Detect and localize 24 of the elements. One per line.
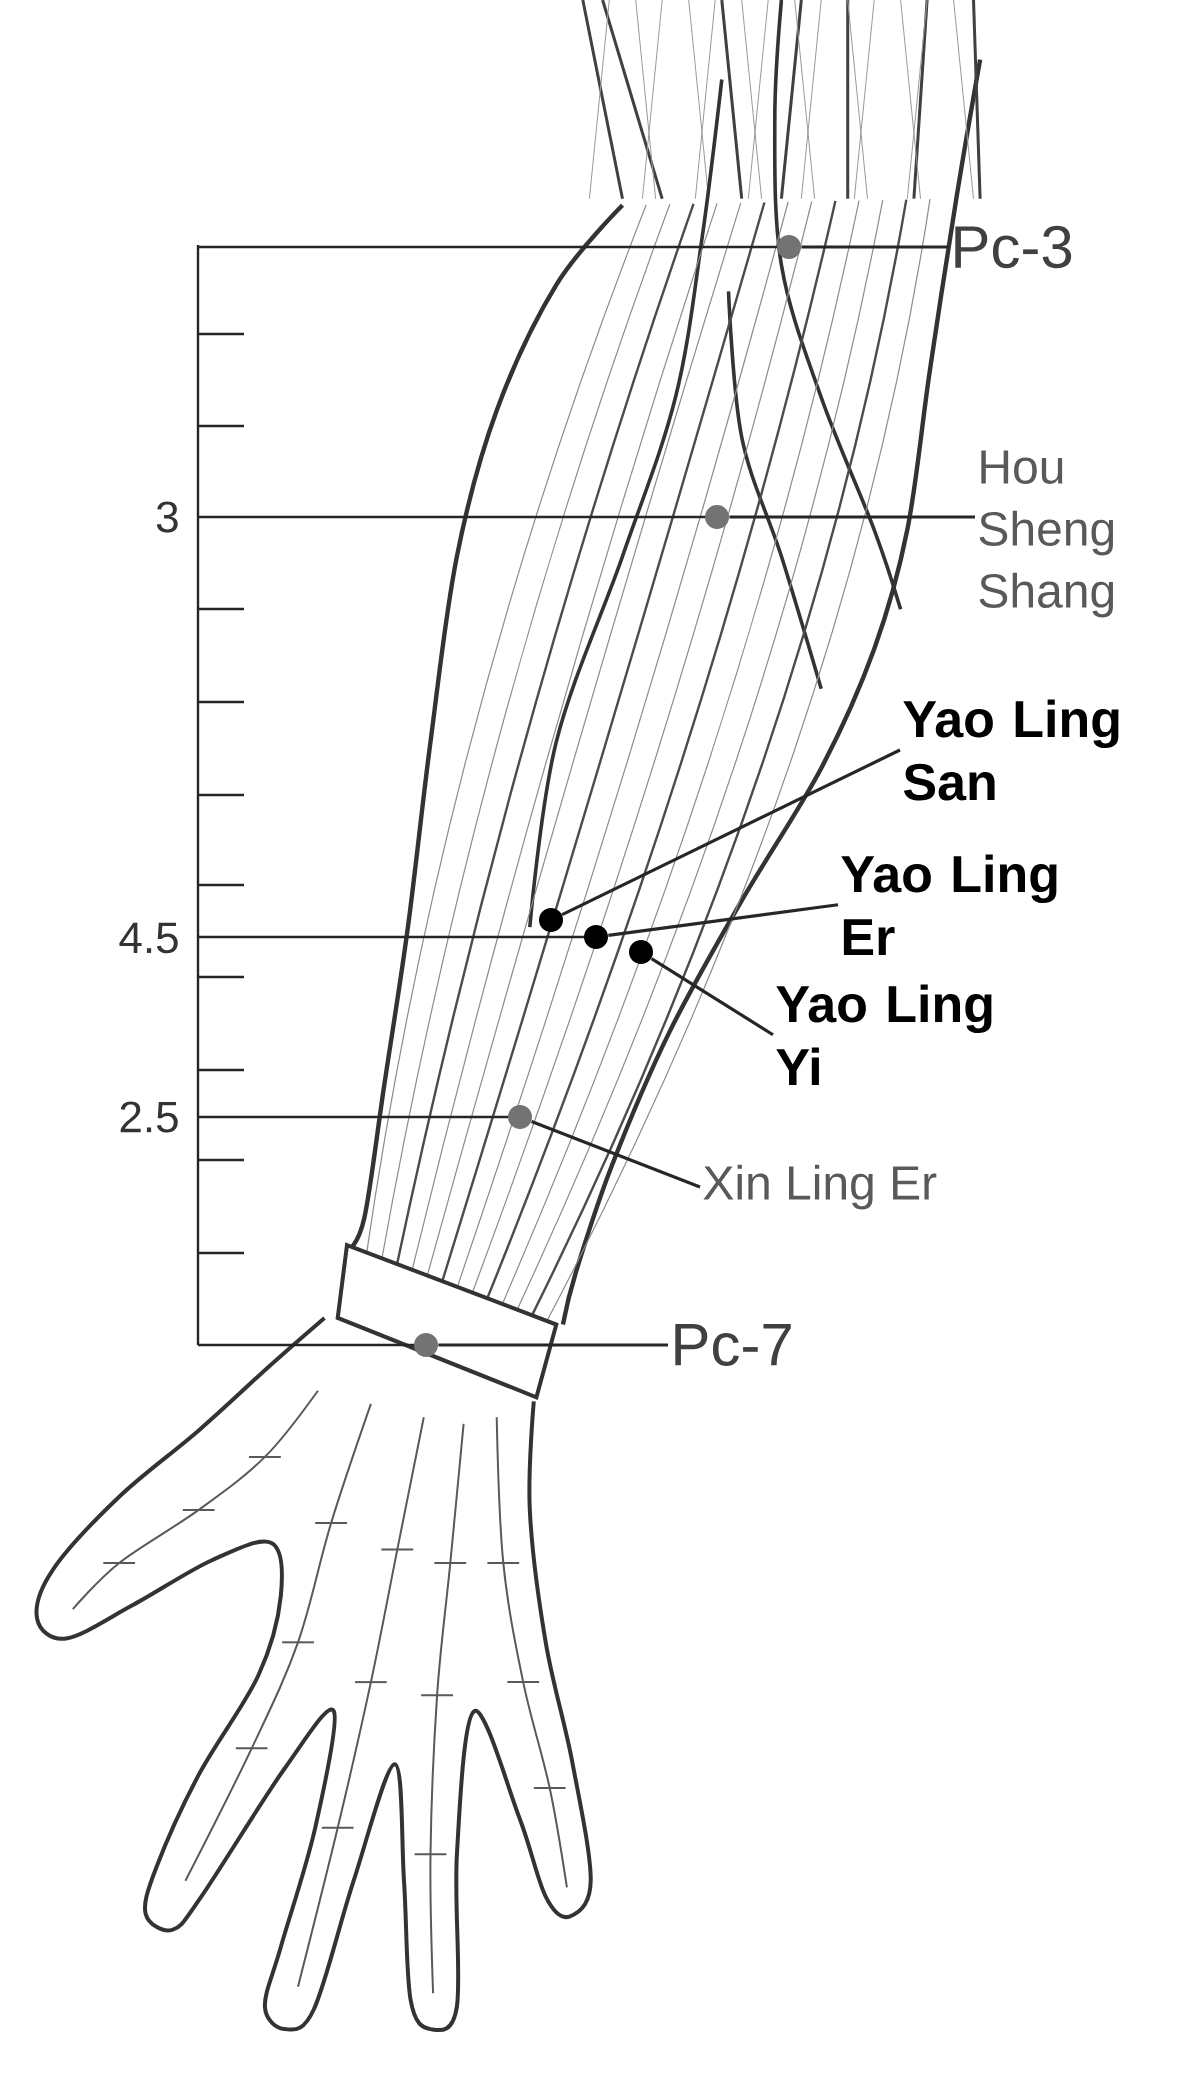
point-label: Pc-3 [955,225,1072,269]
scale-number: 2.5 [120,1101,178,1133]
scale-number: 3 [156,501,178,533]
scale-number: 4.5 [119,922,178,954]
leader-line [650,957,774,1037]
leader-line [438,1343,668,1347]
leader-line [608,903,839,937]
leader-line [801,245,948,249]
point-label: Pc-7 [675,1324,791,1366]
point-label: Yao Ling Er [841,854,1057,956]
point-label: Yao Ling Yi [776,984,992,1086]
acupoint-dot [777,235,801,259]
leader-line [729,515,975,519]
point-label: Hou Sheng Shang [979,450,1114,618]
acupoint-dot [705,505,729,529]
acupoint-dot [508,1105,532,1129]
point-label: Yao Ling San [903,699,1119,801]
acupoint-dot [539,908,563,932]
acupoint-dot [414,1333,438,1357]
acupoint-dot [629,940,653,964]
leader-line [530,1120,701,1189]
acupoint-dot [584,925,608,949]
point-label: Xin Ling Er [703,1164,937,1210]
leader-line [561,748,901,916]
